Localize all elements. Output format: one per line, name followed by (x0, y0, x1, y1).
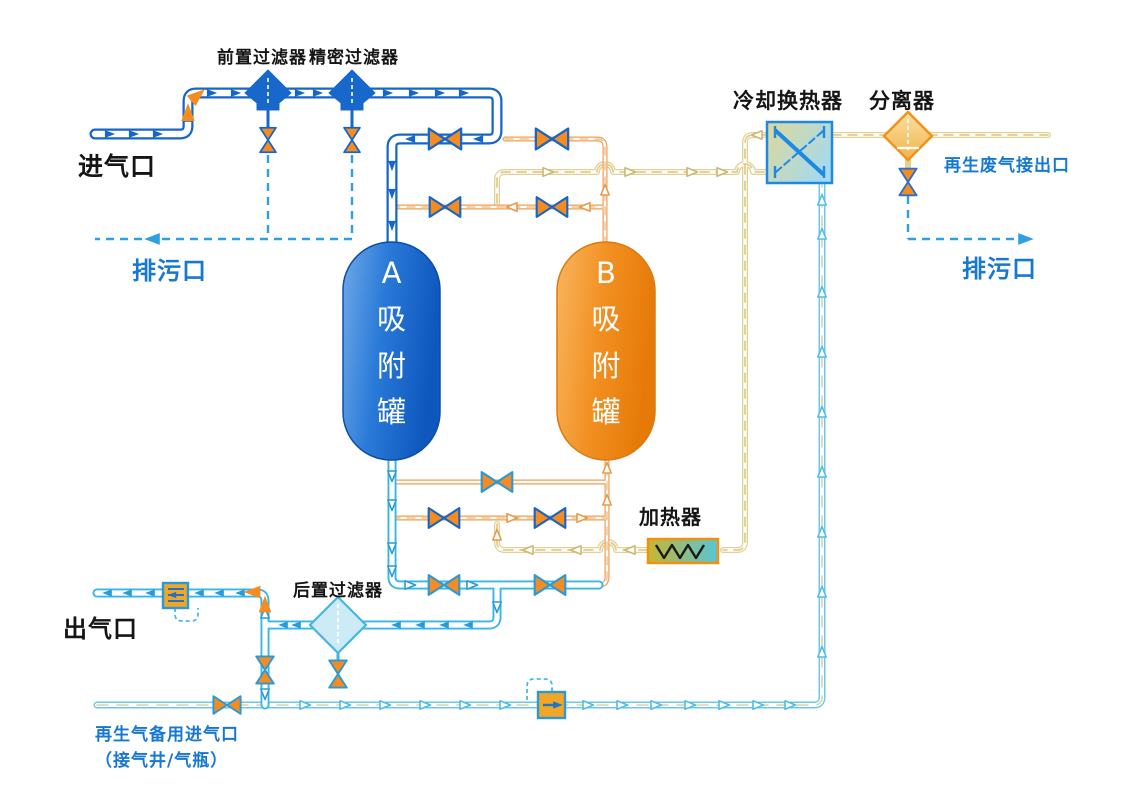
label-regen-exhaust-outlet: 再生废气接出口 (944, 156, 1070, 176)
separator (882, 110, 934, 162)
label-heater: 加热器 (639, 505, 702, 529)
flow-arrows (102, 89, 828, 711)
valve-purge-takeoff (255, 655, 275, 685)
valve-tank-b-exhaust (535, 196, 569, 218)
label-inlet: 进气口 (78, 152, 157, 181)
label-regen-backup-inlet: 再生气备用进气口 (95, 725, 239, 745)
label-separator: 分离器 (869, 89, 935, 113)
label-tank-b: B 吸 附 罐 (591, 256, 621, 430)
adsorption-tank-a (342, 241, 441, 461)
label-pre-filter: 前置过滤器 (217, 48, 307, 68)
drain-lines (95, 155, 1032, 241)
fine-filter (328, 69, 376, 111)
label-outlet: 出气口 (63, 615, 138, 643)
valve-separator-drain (898, 167, 918, 197)
post-filter (308, 595, 368, 655)
label-fine-filter: 精密过滤器 (309, 48, 399, 68)
valve-pre-filter-drain (259, 126, 277, 154)
valve-tank-b-outlet (533, 574, 567, 596)
valve-tank-a-outlet (427, 574, 461, 596)
valve-backup-inlet (212, 695, 242, 715)
inlet-piping (89, 87, 503, 252)
valve-post-filter-drain (328, 659, 348, 689)
label-cooler: 冷却换热器 (733, 89, 843, 113)
valve-equalization (480, 471, 514, 493)
valve-tank-a-regen (427, 507, 461, 529)
valve-tank-b-regen (533, 507, 567, 529)
label-regen-backup-inlet-note: （接气井/气瓶） (95, 751, 229, 771)
label-drain-right: 排污口 (962, 255, 1037, 283)
valve-tank-b-inlet (534, 127, 570, 151)
backup-line-check-device (536, 690, 567, 720)
pre-filter (244, 69, 292, 111)
cooling-heat-exchanger (765, 120, 834, 185)
label-post-filter: 后置过滤器 (293, 581, 383, 601)
outlet-flow-device (161, 581, 190, 610)
valve-fine-filter-drain (343, 126, 361, 154)
valve-tank-a-exhaust (428, 196, 462, 218)
label-drain-left: 排污口 (132, 257, 207, 285)
regen-exhaust-piping (494, 132, 1051, 553)
backup-regen-piping (93, 181, 826, 709)
instrument-bypass-lines (174, 608, 553, 700)
adsorption-tank-b (556, 241, 656, 461)
valve-tank-a-inlet (427, 127, 463, 151)
heater (646, 537, 720, 565)
label-tank-a: A 吸 附 罐 (376, 256, 406, 430)
